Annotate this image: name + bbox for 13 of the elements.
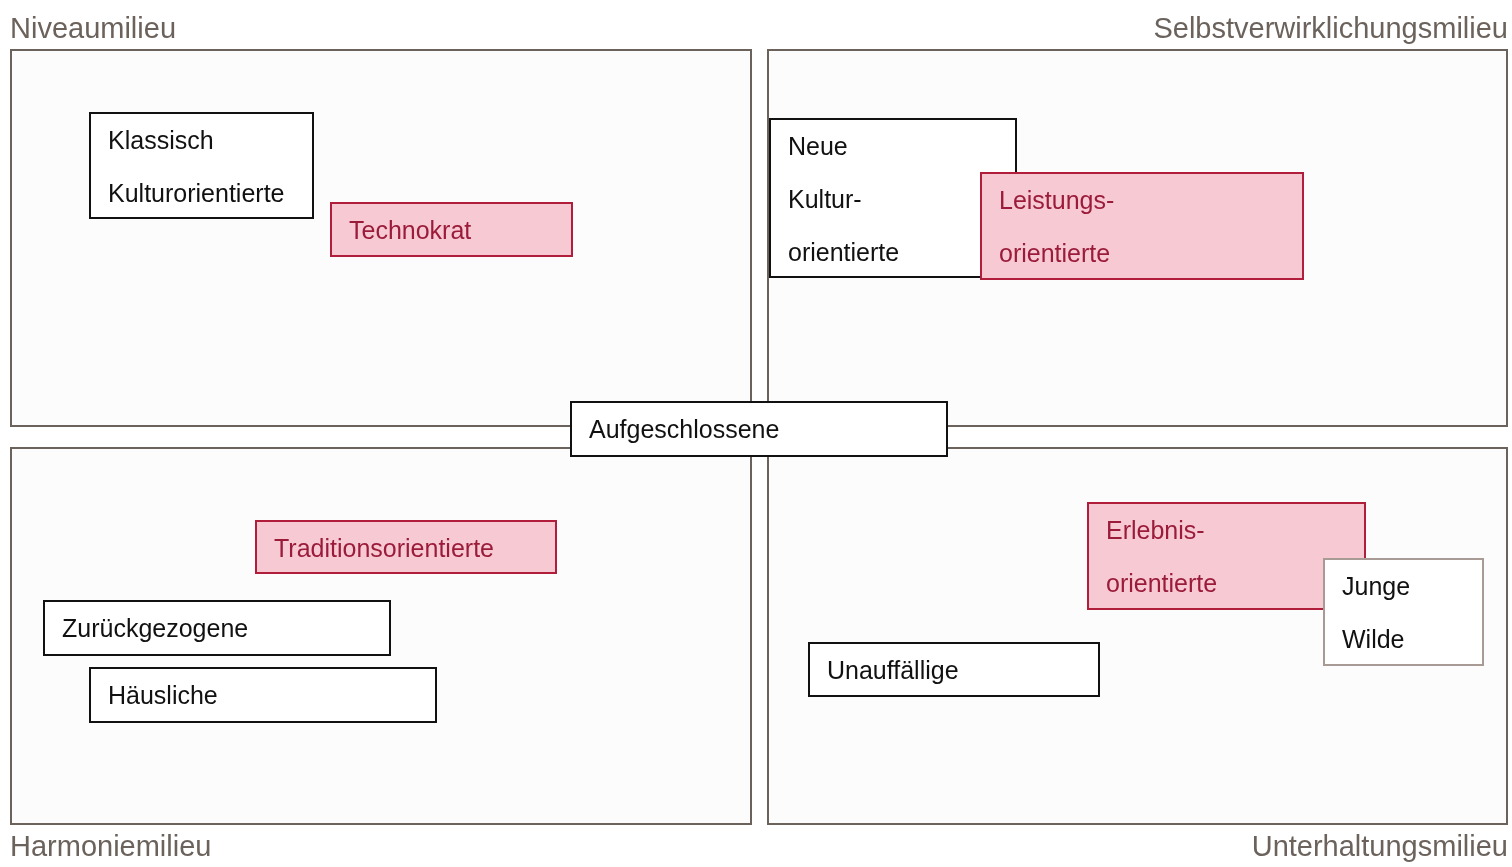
quadrant-heading: Harmoniemilieu <box>10 829 212 863</box>
milieu-box: Technokrat <box>330 202 573 257</box>
milieu-box: Traditionsorientierte <box>255 520 557 574</box>
milieu-box: Leistungs- orientierte <box>980 172 1304 280</box>
quadrant-heading: Selbstverwirklichungsmilieu <box>1153 11 1508 45</box>
milieu-box: Häusliche <box>89 667 437 723</box>
quadrant-heading: Unterhaltungsmilieu <box>1251 829 1508 863</box>
milieu-box: Klassisch Kulturorientierte <box>89 112 314 219</box>
milieu-box: Aufgeschlossene <box>570 401 948 457</box>
milieu-box: Junge Wilde <box>1323 558 1484 666</box>
quadrant-heading: Niveaumilieu <box>10 11 176 45</box>
milieu-box: Zurückgezogene <box>43 600 391 656</box>
milieu-box: Unauffällige <box>808 642 1100 697</box>
